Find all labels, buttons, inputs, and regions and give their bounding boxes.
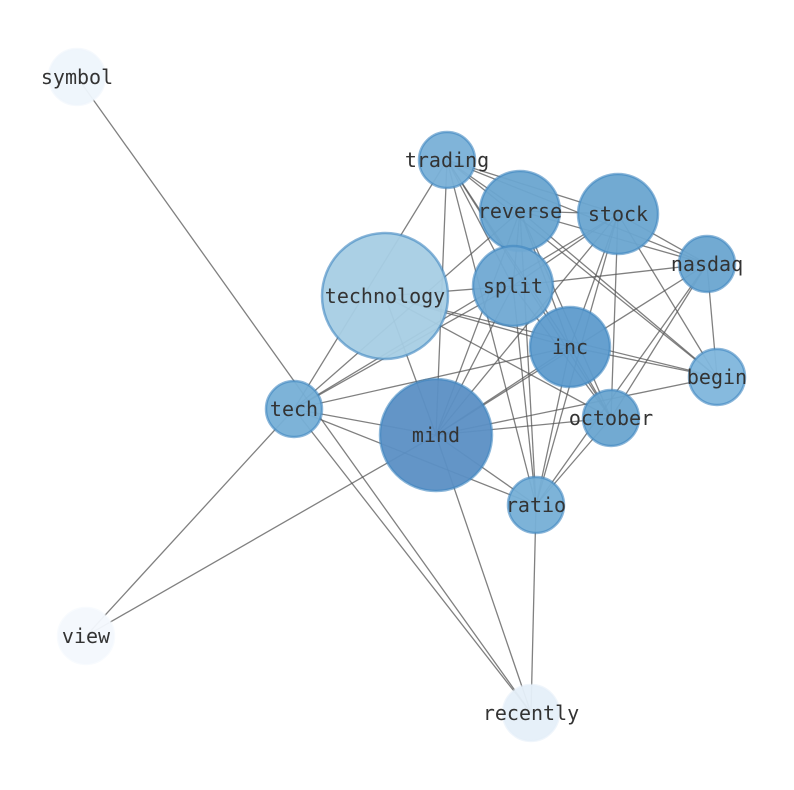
node-inc[interactable]	[528, 305, 612, 389]
edge-reverse-begin	[519, 210, 718, 378]
edge-ratio-recently	[530, 504, 537, 714]
node-label-symbol: symbol	[41, 65, 113, 89]
node-october[interactable]	[581, 388, 641, 448]
edge-stock-tech	[293, 213, 619, 410]
node-label-inc: inc	[552, 335, 588, 359]
edge-nasdaq-ratio	[535, 263, 708, 506]
node-technology[interactable]	[320, 231, 450, 361]
node-label-october: october	[569, 406, 653, 430]
node-label-tech: tech	[270, 397, 318, 421]
edge-tech-view	[85, 408, 295, 637]
node-begin[interactable]	[687, 347, 747, 407]
labels-layer: symbol trading reverse stock nasdaq technolog…	[41, 65, 747, 725]
node-label-trading: trading	[405, 148, 489, 172]
edge-trading-ratio	[446, 159, 537, 506]
node-label-view: view	[62, 624, 111, 648]
node-label-reverse: reverse	[478, 199, 562, 223]
node-label-mind: mind	[412, 423, 460, 447]
node-trading[interactable]	[417, 130, 477, 190]
nodes-layer	[47, 47, 747, 743]
edge-tech-recently	[293, 408, 532, 714]
node-label-technology: technology	[325, 284, 445, 308]
node-label-stock: stock	[588, 202, 648, 226]
node-ratio[interactable]	[506, 475, 566, 535]
edge-mind-view	[85, 434, 437, 637]
node-view[interactable]	[56, 606, 116, 666]
edge-nasdaq-october	[610, 263, 708, 419]
node-tech[interactable]	[264, 379, 324, 439]
node-label-split: split	[483, 274, 543, 298]
node-recently[interactable]	[501, 683, 561, 743]
node-label-ratio: ratio	[506, 493, 566, 517]
node-label-begin: begin	[687, 365, 747, 389]
node-nasdaq[interactable]	[677, 234, 737, 294]
node-symbol[interactable]	[47, 47, 107, 107]
node-label-nasdaq: nasdaq	[671, 252, 743, 276]
node-split[interactable]	[471, 244, 555, 328]
node-label-recently: recently	[483, 701, 579, 725]
node-mind[interactable]	[378, 377, 494, 493]
node-stock[interactable]	[576, 172, 660, 256]
